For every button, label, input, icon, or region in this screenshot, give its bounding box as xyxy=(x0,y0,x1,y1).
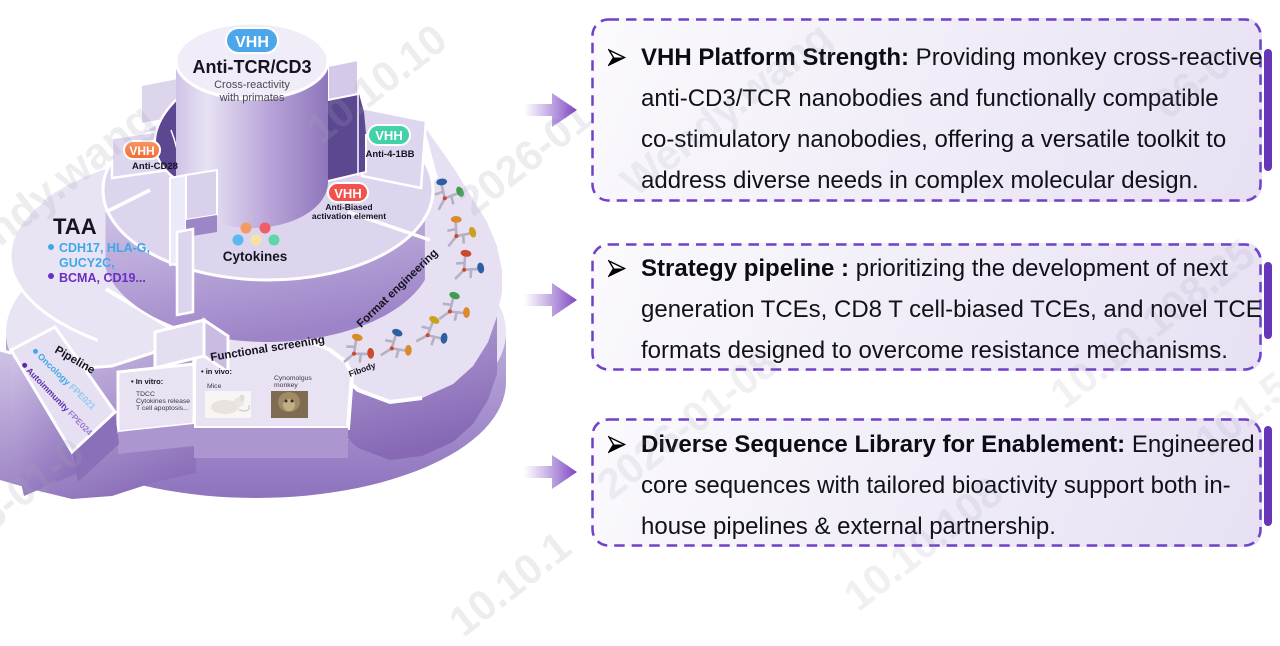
svg-text:• In vitro:: • In vitro: xyxy=(131,377,163,386)
svg-text:Mice: Mice xyxy=(207,383,222,390)
svg-text:Anti-Biased: Anti-Biased xyxy=(325,202,372,212)
svg-text:Cytokines release: Cytokines release xyxy=(136,398,190,405)
svg-text:TDCC: TDCC xyxy=(136,391,155,398)
svg-text:with primates: with primates xyxy=(219,92,285,104)
svg-text:GUCY2C,: GUCY2C, xyxy=(59,256,115,270)
svg-text:Anti-CD28: Anti-CD28 xyxy=(132,161,178,172)
svg-text:T cell apoptosis...: T cell apoptosis... xyxy=(136,405,189,412)
svg-text:TAA: TAA xyxy=(53,214,97,239)
svg-text:Anti-TCR/CD3: Anti-TCR/CD3 xyxy=(193,57,312,77)
svg-text:Anti-4-1BB: Anti-4-1BB xyxy=(365,149,414,160)
svg-text:VHH: VHH xyxy=(375,128,402,143)
svg-text:VHH: VHH xyxy=(129,144,154,158)
svg-text:monkey: monkey xyxy=(274,382,298,389)
svg-text:Cross-reactivity: Cross-reactivity xyxy=(214,79,290,91)
svg-text:VHH: VHH xyxy=(334,186,361,201)
svg-text:BCMA, CD19...: BCMA, CD19... xyxy=(59,271,146,285)
svg-text:CDH17, HLA-G,: CDH17, HLA-G, xyxy=(59,241,150,255)
svg-text:• in vivo:: • in vivo: xyxy=(201,367,232,376)
svg-text:Cytokines: Cytokines xyxy=(223,249,288,264)
svg-text:VHH: VHH xyxy=(235,34,269,51)
svg-text:Cynomolgus: Cynomolgus xyxy=(274,375,312,382)
svg-text:activation element: activation element xyxy=(312,211,386,221)
